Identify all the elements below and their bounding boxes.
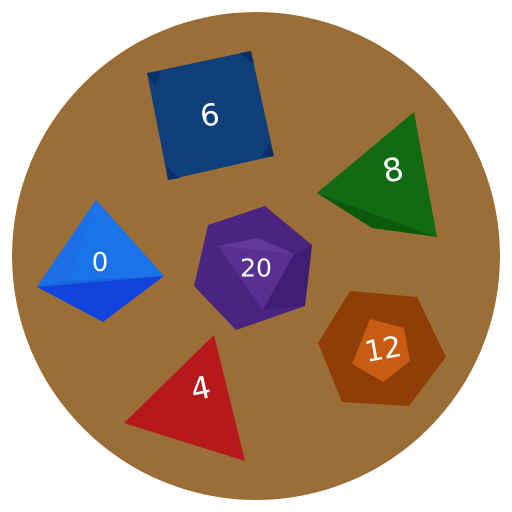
- d20-die[interactable]: 20: [194, 206, 312, 330]
- d6-die[interactable]: 6: [147, 51, 274, 180]
- d12-value: 12: [362, 329, 404, 369]
- d4-die[interactable]: 4: [124, 335, 245, 461]
- d20-value: 20: [240, 254, 272, 283]
- d10-value: 0: [92, 248, 109, 278]
- d10-die[interactable]: 0: [37, 200, 164, 322]
- d12-die[interactable]: 12: [318, 291, 446, 406]
- d8-die[interactable]: 8: [317, 112, 437, 237]
